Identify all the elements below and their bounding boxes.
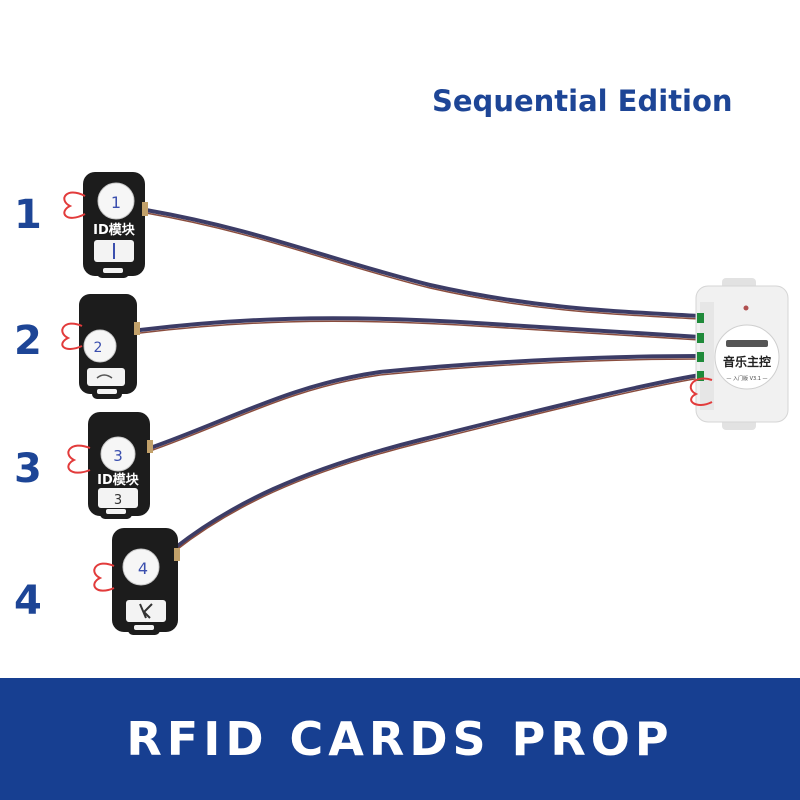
music-controller: 音乐主控 — 入门版 V3.1 — [689, 278, 789, 430]
reader-3-tag-mark: 3 [114, 493, 122, 508]
controller-label: 音乐主控 [723, 354, 771, 369]
cable-3 [148, 354, 702, 452]
reader-number-4: 4 [14, 578, 42, 624]
title-banner: RFID CARDS PROP [0, 678, 800, 800]
rfid-reader-1: 1 ID模块 [63, 172, 148, 278]
reader-3-label: ID模块 [97, 472, 140, 488]
rfid-reader-3: 3 ID模块 3 [67, 412, 153, 519]
rfid-reader-4: 4 [93, 528, 180, 635]
controller-version: — 入门版 V3.1 — [726, 375, 767, 382]
reader-1-label: ID模块 [93, 222, 136, 238]
reader-1-card-mark: 1 [111, 193, 121, 212]
reader-number-2: 2 [14, 318, 42, 364]
rfid-reader-2: 2 [61, 294, 140, 399]
reader-number-1: 1 [14, 192, 42, 238]
reader-number-3: 3 [14, 446, 42, 492]
banner-title: RFID CARDS PROP [126, 712, 674, 766]
reader-3-card-mark: 3 [113, 447, 123, 465]
cable-2 [138, 316, 702, 341]
cable-1 [144, 208, 702, 320]
product-photo: 1 ID模块 2 3 ID模块 3 4 [61, 172, 789, 635]
edition-heading: Sequential Edition [432, 84, 733, 118]
reader-2-card-mark: 2 [94, 340, 103, 356]
cable-4 [173, 373, 702, 552]
cables [138, 208, 702, 552]
reader-4-card-mark: 4 [138, 559, 148, 578]
